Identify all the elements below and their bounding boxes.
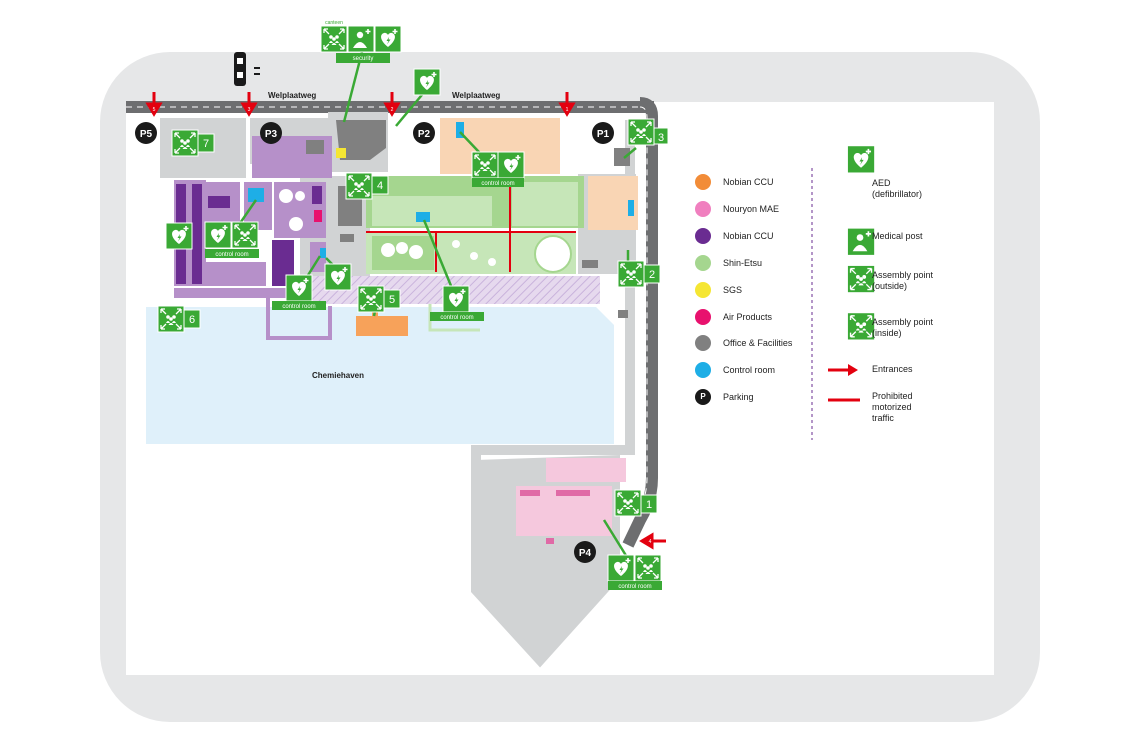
svg-text:control room: control room [618, 584, 651, 590]
legend-assembly-outside-label: Assembly point(outside) [872, 270, 934, 291]
aed-icon [413, 68, 441, 96]
legend-swatch [695, 309, 711, 325]
control-room-cluster-west: control room [204, 221, 259, 258]
entrance-4-arrow: 4 [639, 532, 666, 550]
assembly-1: 1 [614, 489, 658, 517]
svg-text:control room: control room [282, 304, 315, 310]
svg-text:3: 3 [658, 132, 664, 144]
chemiehaven-label: Chemiehaven [312, 371, 364, 380]
parking-p3: P3 [260, 122, 282, 144]
chemiehaven-water [146, 307, 614, 444]
legend-swatch [695, 362, 711, 378]
assembly-3: 3 [627, 118, 669, 146]
svg-text:4: 4 [377, 180, 383, 192]
svg-text:P4: P4 [579, 548, 592, 559]
assembly-4: 4 [345, 172, 389, 200]
svg-text:7: 7 [203, 138, 209, 150]
legend-label: Nouryon MAE [723, 204, 780, 214]
welplaatweg-label-west: Welplaatweg [268, 91, 316, 100]
svg-text:control room: control room [215, 252, 248, 258]
svg-text:4: 4 [649, 539, 652, 545]
svg-text:1: 1 [646, 499, 652, 511]
svg-text:P3: P3 [265, 129, 278, 140]
legend-swatch: P [695, 389, 711, 405]
svg-text:3: 3 [248, 107, 251, 113]
legend-swatch [695, 335, 711, 351]
legend-assembly-inside-icon [846, 312, 876, 341]
legend-swatch [695, 174, 711, 190]
assembly-7: 7 [171, 129, 215, 157]
legend-label: SGS [723, 285, 743, 295]
legend-label: Nobian CCU [723, 177, 774, 187]
parking-p4: P4 [574, 541, 596, 563]
svg-text:5: 5 [153, 107, 156, 113]
control-room-cluster-purple: control room [272, 274, 326, 310]
svg-text:1: 1 [566, 107, 569, 113]
legend-swatch [695, 282, 711, 298]
entrance-1-arrow: 1 [558, 92, 576, 117]
legend-swatch [695, 228, 711, 244]
aed-icon [324, 263, 352, 291]
assembly-2: 2 [617, 260, 661, 288]
svg-text:2: 2 [391, 107, 394, 113]
security-cluster: canteen security [320, 20, 402, 63]
parking-p1: P1 [592, 122, 614, 144]
legend-swatch [695, 255, 711, 271]
control-room-cluster-south: control room [607, 554, 662, 590]
legend-swatch [695, 201, 711, 217]
legend-assembly-inside-label: Assembly point(inside) [872, 317, 934, 338]
train-icon [234, 52, 260, 86]
svg-text:P1: P1 [597, 129, 610, 140]
welplaatweg-label-east: Welplaatweg [452, 91, 500, 100]
control-room-cluster-north: control room [471, 151, 525, 187]
entrance-5-arrow: 5 [145, 92, 163, 117]
legend-label: Parking [723, 392, 754, 402]
svg-text:control room: control room [481, 181, 514, 187]
legend-label: Nobian CCU [723, 231, 774, 241]
legend-medical-post-icon [846, 227, 876, 257]
legend-medical-post-label: Medical post [872, 231, 923, 241]
legend-entrance-arrow-label: Entrances [872, 364, 913, 374]
assembly-6: 6 [157, 305, 201, 333]
svg-text:6: 6 [189, 314, 195, 326]
aed-icon [165, 222, 193, 250]
legend-label: Control room [723, 365, 776, 375]
legend-label: Shin-Etsu [723, 258, 763, 268]
entrance-2-arrow: 2 [383, 92, 401, 117]
svg-text:control room: control room [440, 315, 473, 321]
parking-p5: P5 [135, 122, 157, 144]
svg-text:canteen: canteen [325, 20, 343, 26]
entrance-3-arrow: 3 [240, 92, 258, 117]
legend-assembly-outside-icon [846, 264, 876, 294]
parking-p2: P2 [413, 122, 435, 144]
assembly-5: 5 [357, 285, 401, 313]
svg-text:security: security [353, 56, 374, 62]
svg-text:2: 2 [649, 269, 655, 281]
legend-aed-label: AED(defibrillator) [872, 178, 923, 199]
legend-label: Air Products [723, 312, 773, 322]
svg-text:P5: P5 [140, 129, 153, 140]
control-room-cluster-shin-etsu: control room [430, 285, 484, 321]
legend-entrance-arrow-icon [828, 364, 858, 376]
svg-text:P2: P2 [418, 129, 431, 140]
legend-aed-icon [846, 144, 876, 174]
svg-text:5: 5 [389, 294, 395, 306]
legend-label: Office & Facilities [723, 338, 793, 348]
